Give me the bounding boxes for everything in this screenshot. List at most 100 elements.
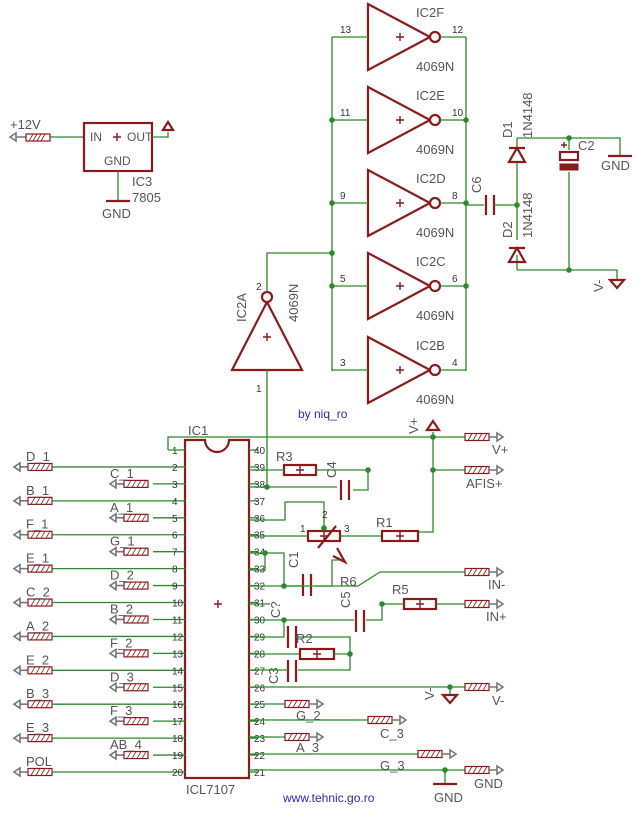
ic1-left-pin-14: 14 [172, 666, 184, 677]
ic1-left-pin-1: 1 [172, 446, 178, 457]
capacitor-c4 [339, 480, 351, 500]
ic1-left-pin-3: 3 [172, 480, 178, 491]
c2-label: C2 [578, 138, 595, 153]
inverter-name: IC2F [416, 5, 444, 20]
ic2a-name: IC2A [234, 293, 249, 322]
junction-dot [463, 283, 469, 289]
junction-dot [264, 484, 270, 490]
junction-dot [566, 135, 572, 141]
segment-label-inner: A_1 [110, 500, 133, 515]
junction-dot [329, 250, 335, 256]
junction-dot [430, 467, 436, 473]
connector-c3 [367, 714, 408, 726]
connector-afis-label: AFIS+ [466, 476, 503, 491]
junction-dot [262, 550, 268, 556]
segment-label-inner: G_1 [110, 534, 135, 549]
ic1-right-pin-29: 29 [254, 632, 266, 643]
junction-dots [262, 117, 572, 773]
regulator-value: 7805 [132, 190, 161, 205]
segment-label-inner: D_2 [110, 568, 134, 583]
vminus-symbol-ic1 [440, 693, 460, 705]
junction-dot [566, 267, 572, 273]
author-credit: by niq_ro [298, 407, 348, 421]
junction-dot [329, 283, 335, 289]
ic1-left-pin-19: 19 [172, 751, 184, 762]
r2-label: R2 [296, 631, 313, 646]
segment-label-inner: F_3 [110, 703, 132, 718]
ic1-right-pin-28: 28 [254, 649, 266, 660]
vminus-symbol-top [607, 278, 627, 290]
segment-label-outer: C_2 [26, 585, 50, 600]
inverter-pin-in: 3 [340, 358, 346, 369]
supply-12v-label: +12V [10, 117, 41, 132]
ic2a-pin-out: 2 [256, 282, 262, 293]
ic1-left-pin-7: 7 [172, 548, 178, 559]
ic1-right-pin-32: 32 [254, 582, 266, 593]
c7-label: C? [268, 601, 283, 618]
regulator-pin-gnd: GND [104, 154, 131, 168]
ic1-right-pin-22: 22 [254, 751, 266, 762]
segment-connector-e_3 [12, 732, 53, 744]
regulator-name: IC3 [132, 174, 152, 189]
inverter-name: IC2B [416, 338, 445, 353]
vplus-supply-symbol [161, 119, 175, 132]
connector-gnd-label: GND [474, 776, 503, 791]
segment-connector-b_2 [108, 613, 149, 625]
junction-dot [329, 117, 335, 123]
d1-value: 1N4148 [520, 92, 535, 138]
ic1-left-pin-9: 9 [172, 582, 178, 593]
r3-label: R3 [276, 449, 293, 464]
inverter-name: IC2E [416, 88, 445, 103]
inverter-pin-out: 10 [452, 108, 464, 119]
segment-connector-c_2 [12, 597, 53, 609]
ic1-left-pin-6: 6 [172, 531, 178, 542]
regulator-block: +12V IN OUT GND IC3 7805 GND [8, 117, 175, 221]
ic2a-pin-in: 1 [256, 384, 262, 395]
connector-vminus-label: V- [492, 693, 504, 708]
junction-dot [514, 202, 520, 208]
ic1-left-pin-16: 16 [172, 700, 184, 711]
inverter-value: 4069N [416, 308, 454, 323]
segment-label-outer: D_1 [26, 449, 50, 464]
segment-label-outer: A_2 [26, 618, 49, 633]
junction-dot [442, 767, 448, 773]
segment-connector-pol [12, 766, 53, 778]
junction-dot [321, 525, 327, 531]
ic1-right-pin-38: 38 [254, 480, 266, 491]
segment-label-outer: F_1 [26, 517, 48, 532]
ic1-left-pin-17: 17 [172, 717, 184, 728]
ic1-left-pin-5: 5 [172, 514, 178, 525]
junction-dot [463, 200, 469, 206]
c3-label: C3 [266, 667, 281, 684]
inverter-pin-out: 4 [452, 358, 458, 369]
regulator-pin-in: IN [90, 130, 102, 144]
inverter-name: IC2D [416, 171, 446, 186]
ic1-right-pin-30: 30 [254, 615, 266, 626]
ic1-right-pin-39: 39 [254, 463, 266, 474]
c1-label: C1 [286, 551, 301, 568]
ic1-icl7107: IC1 ICL7107 1234567891011121314151617181… [153, 423, 266, 797]
connector-a3 [284, 731, 325, 743]
segment-connector-a_2 [12, 630, 53, 642]
ic1-left-pin-18: 18 [172, 734, 184, 745]
segment-label-g3: G_3 [380, 758, 405, 773]
ic1-right-pin-36: 36 [254, 514, 266, 525]
c2-gnd-label: GND [601, 158, 630, 173]
inverter-pin-out: 12 [452, 25, 464, 36]
right-side-circuit: V+ R3 C4 1 2 3 R1 C1 [167, 418, 508, 805]
junction-dot [447, 684, 453, 690]
regulator-pin-out: OUT [127, 130, 153, 144]
pump-vminus-label: V- [591, 280, 606, 292]
junction-dot [281, 583, 287, 589]
c4-label: C4 [324, 461, 339, 478]
diode-d1 [507, 145, 527, 164]
inverter-pin-in: 9 [340, 191, 346, 202]
inverter-value: 4069N [416, 59, 454, 74]
r4-pin-2: 2 [322, 510, 328, 521]
d2-value: 1N4148 [520, 192, 535, 238]
segment-connector-d_1 [12, 461, 53, 473]
segment-label-outer: B_3 [26, 686, 49, 701]
ic1-vplus-label: V+ [406, 418, 421, 434]
